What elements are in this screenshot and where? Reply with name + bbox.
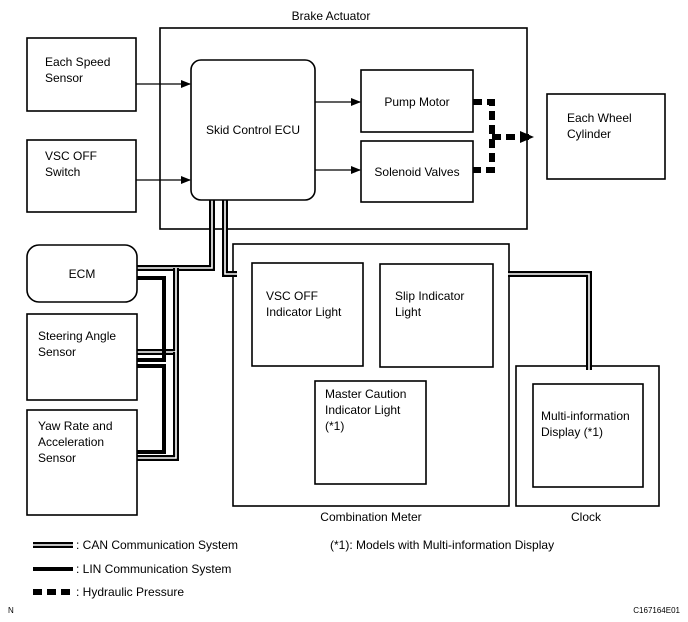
- each-speed-sensor-box: Each Speed Sensor: [26, 37, 137, 112]
- slip-indicator-box: Slip Indicator Light: [379, 263, 494, 368]
- svg-text:Solenoid Valves: Solenoid Valves: [374, 165, 459, 179]
- svg-text:Yaw Rate and: Yaw Rate and: [38, 419, 113, 433]
- footnote: (*1): Models with Multi-information Disp…: [330, 538, 554, 552]
- svg-text:Skid Control ECU: Skid Control ECU: [206, 123, 300, 137]
- can-line-ecu-ecm: [137, 200, 215, 271]
- svg-text:Each Wheel: Each Wheel: [567, 111, 632, 125]
- legend: : CAN Communication System : LIN Communi…: [33, 538, 238, 599]
- svg-text:Sensor: Sensor: [45, 71, 83, 85]
- clock-title: Clock: [571, 510, 602, 524]
- svg-text:Acceleration: Acceleration: [38, 435, 104, 449]
- can-line-meter-clock: [508, 271, 592, 370]
- svg-text:Multi-information: Multi-information: [541, 409, 630, 423]
- can-line-ecu-meter: [222, 200, 237, 277]
- hydraulic-line-valves: [473, 99, 495, 173]
- can-line-steering: [137, 268, 179, 355]
- svg-text:Steering Angle: Steering Angle: [38, 329, 116, 343]
- each-wheel-cylinder-box: Each Wheel Cylinder: [546, 93, 666, 180]
- vsc-off-indicator-box: VSC OFF Indicator Light: [251, 262, 364, 367]
- lin-line-1: [137, 276, 166, 362]
- svg-text:Cylinder: Cylinder: [567, 127, 611, 141]
- legend-can-label: : CAN Communication System: [76, 538, 238, 552]
- steering-angle-sensor-box: Steering Angle Sensor: [26, 313, 138, 401]
- svg-text:(*1): (*1): [325, 419, 344, 433]
- svg-text:ECM: ECM: [69, 267, 96, 281]
- yaw-rate-sensor-box: Yaw Rate and Acceleration Sensor: [26, 409, 138, 516]
- communication-lines: [137, 200, 592, 461]
- svg-text:Switch: Switch: [45, 165, 80, 179]
- svg-text:Sensor: Sensor: [38, 451, 76, 465]
- svg-text:Pump Motor: Pump Motor: [384, 95, 449, 109]
- master-caution-box: Master Caution Indicator Light (*1): [314, 380, 427, 485]
- legend-lin-label: : LIN Communication System: [76, 562, 231, 576]
- svg-text:Light: Light: [395, 305, 422, 319]
- svg-text:VSC OFF: VSC OFF: [266, 289, 318, 303]
- svg-text:Master Caution: Master Caution: [325, 387, 406, 401]
- pump-motor-box: Pump Motor: [360, 69, 474, 133]
- svg-text:Display (*1): Display (*1): [541, 425, 603, 439]
- solenoid-valves-box: Solenoid Valves: [360, 140, 474, 203]
- lin-line-2: [137, 364, 166, 454]
- svg-text:Indicator Light: Indicator Light: [325, 403, 401, 417]
- ecm-box: ECM: [26, 244, 138, 303]
- vsc-off-switch-box: VSC OFF Switch: [26, 139, 137, 213]
- brake-actuator-title: Brake Actuator: [292, 9, 371, 23]
- combination-meter-title: Combination Meter: [320, 510, 421, 524]
- combination-meter-frame: [232, 243, 510, 507]
- svg-text:Slip Indicator: Slip Indicator: [395, 289, 464, 303]
- svg-text:Each Speed: Each Speed: [45, 55, 110, 69]
- skid-control-ecu-box: Skid Control ECU: [190, 59, 316, 201]
- svg-text:VSC OFF: VSC OFF: [45, 149, 97, 163]
- brake-actuator-frame: [159, 27, 528, 230]
- multi-info-display-box: Multi-information Display (*1): [532, 383, 644, 488]
- svg-text:Sensor: Sensor: [38, 345, 76, 359]
- svg-text:Indicator Light: Indicator Light: [266, 305, 342, 319]
- corner-mark: N: [8, 606, 14, 615]
- figure-code: C167164E01: [633, 606, 680, 615]
- legend-hydraulic-label: : Hydraulic Pressure: [76, 585, 184, 599]
